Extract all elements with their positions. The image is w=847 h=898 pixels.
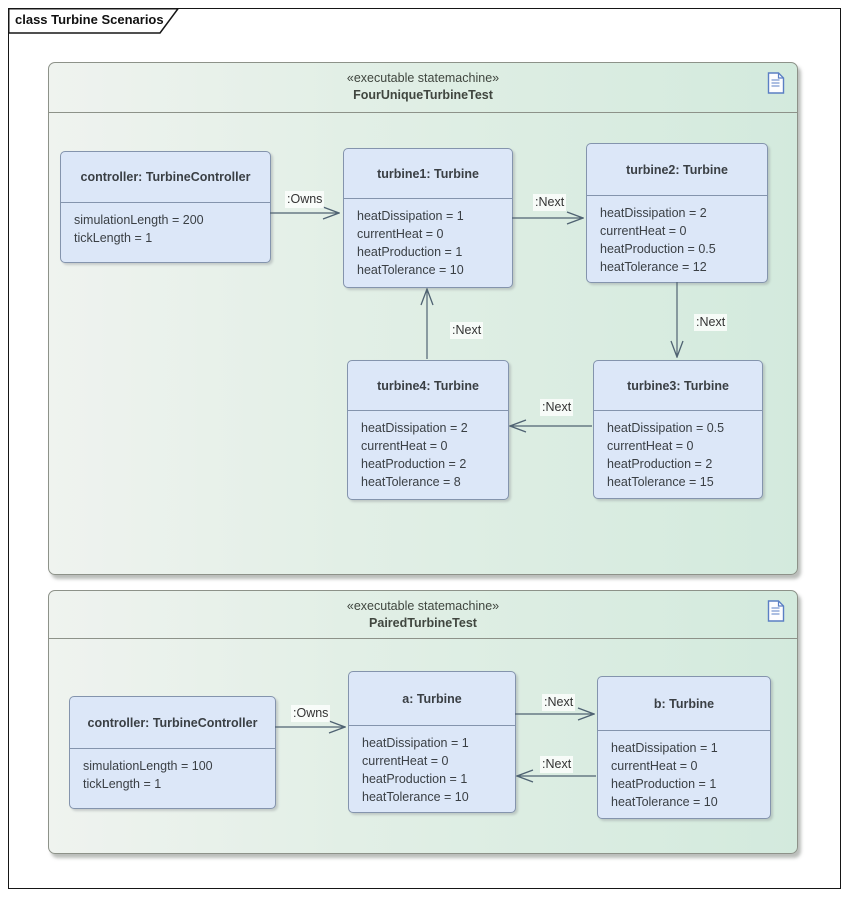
diagram-title-tab: class Turbine Scenarios	[8, 8, 180, 34]
attribute-line: heatProduction = 0.5	[600, 242, 716, 256]
class-node-controller-1[interactable]: controller: TurbineController simulation…	[60, 151, 271, 263]
attribute-line: currentHeat = 0	[607, 439, 694, 453]
attribute-line: heatTolerance = 8	[361, 475, 461, 489]
connector-label-owns-1[interactable]: :Owns	[285, 191, 325, 208]
attribute-line: heatProduction = 2	[607, 457, 713, 471]
attribute-line: currentHeat = 0	[361, 439, 448, 453]
attribute-line: simulationLength = 200	[74, 213, 204, 227]
attribute-line: heatDissipation = 2	[361, 421, 468, 435]
attribute-line: heatDissipation = 1	[362, 736, 469, 750]
node-title: turbine1: Turbine	[344, 149, 512, 199]
attribute-line: heatDissipation = 0.5	[607, 421, 725, 435]
attribute-line: heatTolerance = 10	[357, 263, 464, 277]
class-node-controller-2[interactable]: controller: TurbineController simulation…	[69, 696, 276, 809]
attribute-line: heatTolerance = 15	[607, 475, 714, 489]
connector-label-next-1-2[interactable]: :Next	[533, 194, 567, 211]
frame-stereotype: «executable statemachine»	[346, 71, 500, 85]
frame-paired-turbine-test[interactable]: «executable statemachine» PairedTurbineT…	[48, 590, 798, 854]
node-attributes: heatDissipation = 2 currentHeat = 0 heat…	[348, 411, 508, 491]
node-attributes: heatDissipation = 1 currentHeat = 0 heat…	[349, 726, 515, 806]
attribute-line: heatTolerance = 10	[611, 795, 718, 809]
class-node-a[interactable]: a: Turbine heatDissipation = 1 currentHe…	[348, 671, 516, 813]
attribute-line: heatDissipation = 2	[600, 206, 707, 220]
attribute-line: heatDissipation = 1	[611, 741, 718, 755]
attribute-line: heatDissipation = 1	[357, 209, 464, 223]
connector-label-next-a-b[interactable]: :Next	[542, 694, 576, 711]
class-node-turbine1[interactable]: turbine1: Turbine heatDissipation = 1 cu…	[343, 148, 513, 288]
connector-label-next-4-1[interactable]: :Next	[450, 322, 484, 339]
node-attributes: heatDissipation = 1 currentHeat = 0 heat…	[598, 731, 770, 811]
node-attributes: simulationLength = 200 tickLength = 1	[61, 203, 270, 247]
node-attributes: simulationLength = 100 tickLength = 1	[70, 749, 275, 793]
attribute-line: tickLength = 1	[83, 777, 162, 791]
attribute-line: heatProduction = 1	[611, 777, 717, 791]
node-title: a: Turbine	[349, 672, 515, 726]
attribute-line: currentHeat = 0	[611, 759, 698, 773]
frame-name: PairedTurbineTest	[369, 616, 477, 630]
document-icon	[767, 72, 785, 94]
connector-label-next-b-a[interactable]: :Next	[540, 756, 574, 773]
diagram-title: class Turbine Scenarios	[15, 12, 164, 27]
attribute-line: currentHeat = 0	[357, 227, 444, 241]
node-title: b: Turbine	[598, 677, 770, 731]
node-title: turbine3: Turbine	[594, 361, 762, 411]
connector-label-owns-2[interactable]: :Owns	[291, 705, 331, 722]
attribute-line: simulationLength = 100	[83, 759, 213, 773]
frame-four-unique-turbine-test[interactable]: «executable statemachine» FourUniqueTurb…	[48, 62, 798, 575]
title-tab-shape	[8, 8, 180, 34]
frame-header: «executable statemachine» PairedTurbineT…	[49, 591, 797, 639]
node-attributes: heatDissipation = 1 currentHeat = 0 heat…	[344, 199, 512, 279]
node-title: controller: TurbineController	[61, 152, 270, 203]
attribute-line: heatProduction = 1	[357, 245, 463, 259]
attribute-line: heatProduction = 2	[361, 457, 467, 471]
connector-label-next-3-4[interactable]: :Next	[540, 399, 574, 416]
frame-name: FourUniqueTurbineTest	[353, 88, 493, 102]
frame-stereotype: «executable statemachine»	[346, 599, 500, 613]
class-node-b[interactable]: b: Turbine heatDissipation = 1 currentHe…	[597, 676, 771, 819]
document-icon	[767, 600, 785, 622]
class-node-turbine3[interactable]: turbine3: Turbine heatDissipation = 0.5 …	[593, 360, 763, 499]
node-attributes: heatDissipation = 2 currentHeat = 0 heat…	[587, 196, 767, 276]
class-node-turbine4[interactable]: turbine4: Turbine heatDissipation = 2 cu…	[347, 360, 509, 500]
attribute-line: currentHeat = 0	[362, 754, 449, 768]
attribute-line: heatTolerance = 12	[600, 260, 707, 274]
node-title: turbine2: Turbine	[587, 144, 767, 196]
attribute-line: heatProduction = 1	[362, 772, 468, 786]
node-attributes: heatDissipation = 0.5 currentHeat = 0 he…	[594, 411, 762, 491]
node-title: controller: TurbineController	[70, 697, 275, 749]
connector-label-next-2-3[interactable]: :Next	[694, 314, 728, 331]
class-node-turbine2[interactable]: turbine2: Turbine heatDissipation = 2 cu…	[586, 143, 768, 283]
node-title: turbine4: Turbine	[348, 361, 508, 411]
attribute-line: heatTolerance = 10	[362, 790, 469, 804]
attribute-line: currentHeat = 0	[600, 224, 687, 238]
frame-header: «executable statemachine» FourUniqueTurb…	[49, 63, 797, 113]
attribute-line: tickLength = 1	[74, 231, 153, 245]
